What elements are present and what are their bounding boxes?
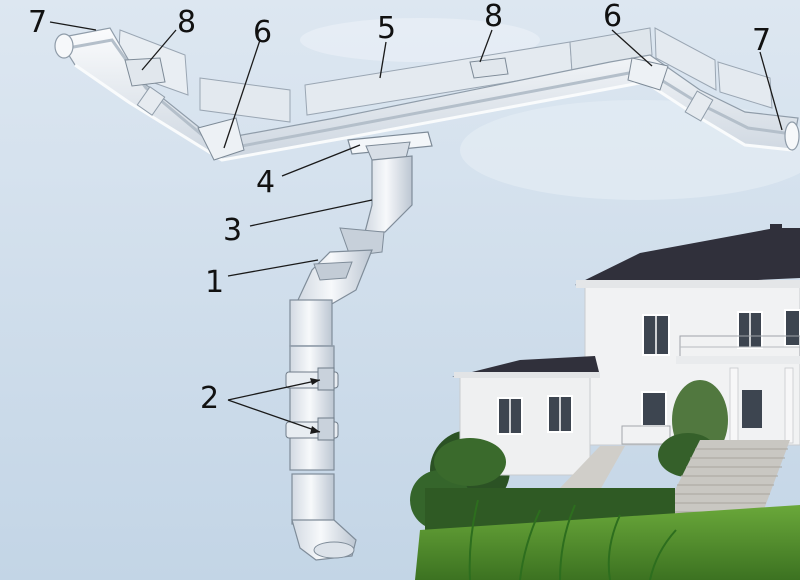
callout-4: 4 xyxy=(256,165,275,200)
callout-6-left: 6 xyxy=(253,15,272,50)
corner-right xyxy=(627,57,669,91)
callout-2: 2 xyxy=(200,381,219,416)
callout-5: 5 xyxy=(377,11,396,46)
callout-1: 1 xyxy=(205,265,224,300)
house-photo xyxy=(410,224,800,580)
callout-3: 3 xyxy=(223,213,242,248)
callout-7-left: 7 xyxy=(28,5,47,40)
bracket-right xyxy=(469,57,509,79)
end-cap-left xyxy=(54,33,74,59)
callout-8-left: 8 xyxy=(177,5,196,40)
callout-labels: 7 8 6 5 8 6 7 4 3 1 2 xyxy=(28,0,771,416)
drain-outlet xyxy=(291,473,335,525)
end-cap-right xyxy=(784,121,800,151)
elbow-upper xyxy=(364,155,413,233)
callout-6-right: 6 xyxy=(603,0,622,34)
downpipe xyxy=(289,345,335,471)
callout-7-right: 7 xyxy=(752,23,771,58)
gutter-system-illustration xyxy=(54,27,800,561)
corner-left xyxy=(197,117,245,161)
leader-lines xyxy=(49,21,783,434)
callout-8-right: 8 xyxy=(484,0,503,34)
bracket-left xyxy=(124,57,166,87)
